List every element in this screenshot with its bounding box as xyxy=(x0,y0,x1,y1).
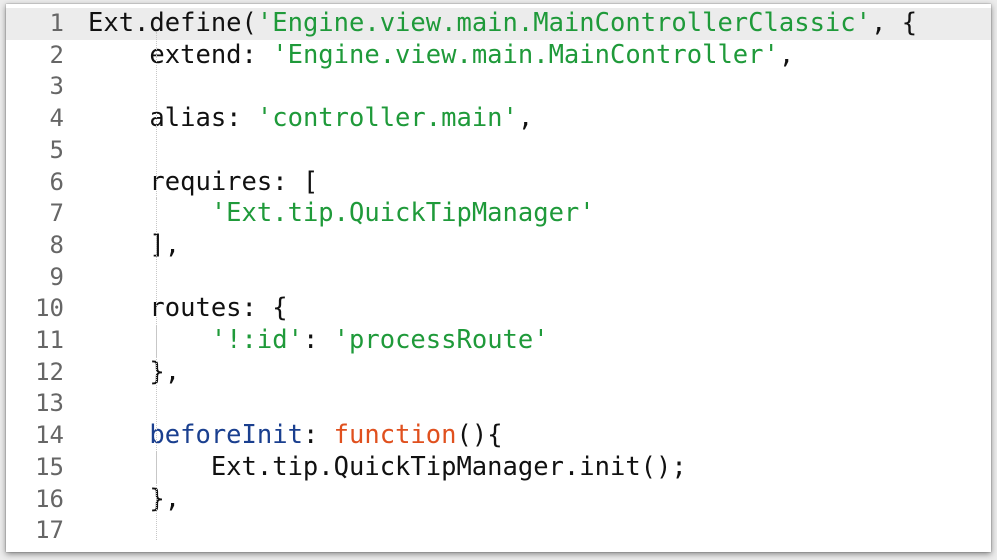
code-text: }, xyxy=(88,484,991,516)
code-token: (){ xyxy=(456,420,503,451)
code-token: : xyxy=(302,420,334,451)
code-token xyxy=(88,198,211,228)
line-number: 2 xyxy=(49,40,64,69)
code-token: '!:id' xyxy=(210,325,303,355)
line-number: 3 xyxy=(49,72,64,101)
code-line[interactable]: 11 '!:id': 'processRoute' xyxy=(6,325,991,357)
code-token: }, xyxy=(88,483,181,514)
code-token: }, xyxy=(88,356,181,387)
code-line[interactable]: 2 extend: 'Engine.view.main.MainControll… xyxy=(6,40,991,72)
code-token: function xyxy=(333,420,457,451)
indent-guide xyxy=(156,325,157,357)
code-text: alias: 'controller.main', xyxy=(88,103,991,135)
line-number: 4 xyxy=(49,104,64,133)
line-number: 7 xyxy=(49,199,64,228)
line-number: 13 xyxy=(35,389,64,418)
code-text: routes: { xyxy=(88,293,991,325)
code-line[interactable]: 16 }, xyxy=(6,484,991,516)
code-line[interactable]: 15 Ext.tip.QuickTipManager.init(); xyxy=(6,452,991,484)
code-token: 'Ext.tip.QuickTipManager' xyxy=(210,198,595,229)
code-text: extend: 'Engine.view.main.MainController… xyxy=(88,40,991,72)
code-token: 'processRoute' xyxy=(333,325,549,355)
code-token: , { xyxy=(870,8,918,38)
code-line[interactable]: 5 xyxy=(6,135,991,167)
code-text: }, xyxy=(88,357,991,389)
code-token: alias: xyxy=(88,103,257,134)
code-text: requires: [ xyxy=(88,167,991,199)
code-line[interactable]: 9 xyxy=(6,262,991,294)
line-number: 9 xyxy=(49,262,64,291)
code-token: Ext.tip.QuickTipManager.init(); xyxy=(88,451,687,482)
line-number: 1 xyxy=(49,9,64,37)
code-line[interactable]: 8 ], xyxy=(6,230,991,262)
line-number: 12 xyxy=(35,357,64,386)
code-text: ], xyxy=(88,230,991,262)
code-token: , xyxy=(778,39,795,70)
code-line[interactable]: 7 'Ext.tip.QuickTipManager' xyxy=(6,198,991,230)
line-number: 11 xyxy=(35,326,64,354)
line-number: 5 xyxy=(49,135,64,164)
line-number: 17 xyxy=(35,516,64,545)
code-text: '!:id': 'processRoute' xyxy=(88,325,991,357)
code-line[interactable]: 3 xyxy=(6,71,991,103)
line-number: 6 xyxy=(49,167,64,196)
code-token: Ext.define( xyxy=(88,8,257,38)
code-token: beforeInit xyxy=(149,420,303,451)
code-token: 'Engine.view.main.MainControllerClassic' xyxy=(256,8,871,38)
code-line[interactable]: 14 beforeInit: function(){ xyxy=(6,420,991,452)
code-text: beforeInit: function(){ xyxy=(88,420,991,452)
code-token: , xyxy=(517,103,534,134)
code-token: 'controller.main' xyxy=(256,103,518,134)
code-line[interactable]: 12 }, xyxy=(6,357,991,389)
code-line[interactable]: 1 Ext.define('Engine.view.main.MainContro… xyxy=(6,8,991,40)
indent-guide xyxy=(156,32,157,540)
code-token: extend: xyxy=(88,39,273,70)
code-token xyxy=(88,325,211,355)
code-text: 'Ext.tip.QuickTipManager' xyxy=(88,198,991,230)
code-token xyxy=(88,420,149,450)
code-line[interactable]: 4 alias: 'controller.main', xyxy=(6,103,991,135)
code-line[interactable]: 6 requires: [ xyxy=(6,167,991,199)
code-line[interactable]: 10 routes: { xyxy=(6,293,991,325)
code-token: : xyxy=(302,325,334,355)
code-text: Ext.tip.QuickTipManager.init(); xyxy=(88,452,991,484)
code-text: Ext.define('Engine.view.main.MainControl… xyxy=(88,8,991,40)
code-line[interactable]: 13 xyxy=(6,388,991,420)
line-number: 10 xyxy=(35,294,64,323)
line-number: 8 xyxy=(49,230,64,259)
line-number: 15 xyxy=(35,452,64,481)
code-token: requires: [ xyxy=(88,166,319,197)
code-token: routes: { xyxy=(88,293,288,324)
line-number: 14 xyxy=(35,421,64,450)
line-number-gutter xyxy=(6,4,80,552)
line-number: 16 xyxy=(35,484,64,513)
indent-guide xyxy=(156,198,157,230)
indent-guide xyxy=(156,451,157,484)
code-line[interactable]: 17 xyxy=(6,515,991,547)
code-token: ], xyxy=(88,229,181,260)
code-token: 'Engine.view.main.MainController' xyxy=(272,39,779,70)
